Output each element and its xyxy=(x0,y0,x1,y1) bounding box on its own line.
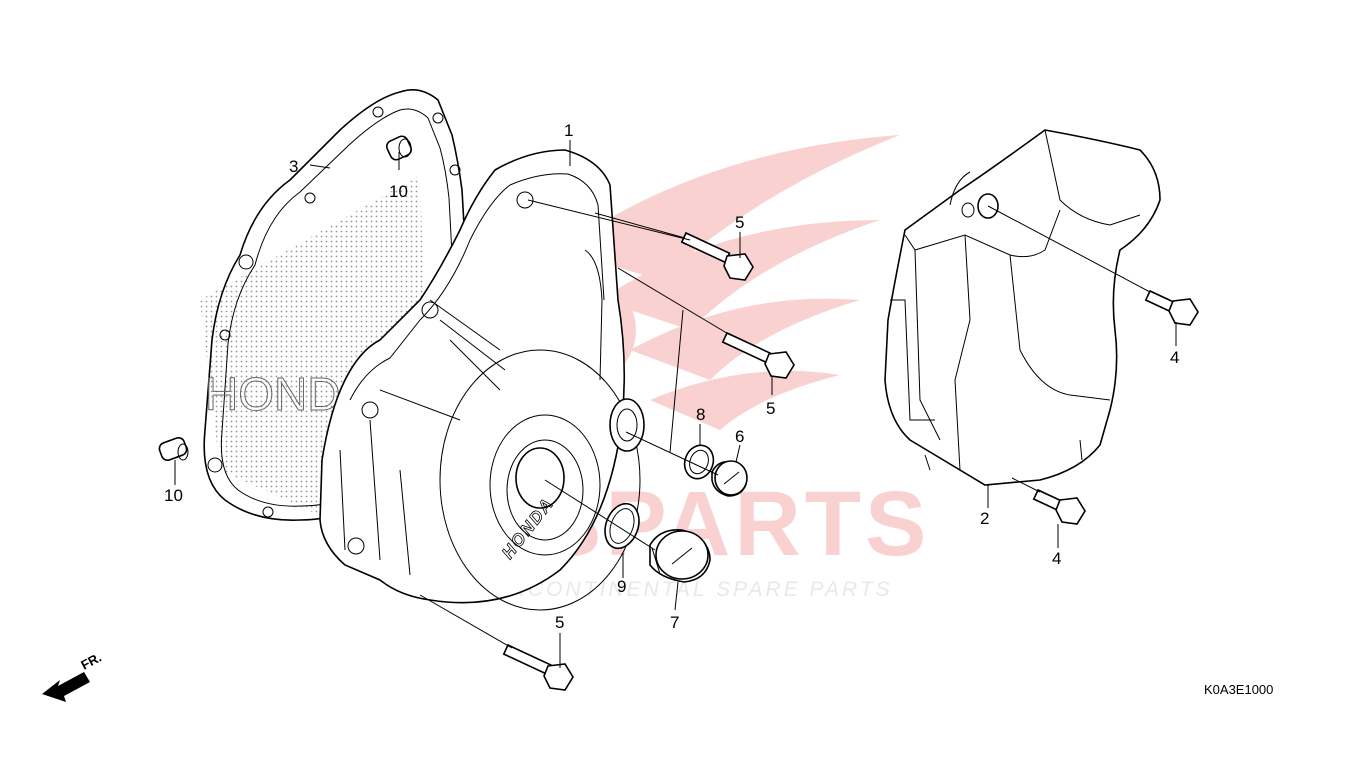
callout-4-bottom: 4 xyxy=(1052,549,1061,568)
part-bolt-5-bottom xyxy=(502,643,574,691)
part-timing-cap-6 xyxy=(711,460,748,497)
callouts: 1 2 3 4 4 5 5 5 6 7 8 9 10 10 xyxy=(164,121,1179,632)
part-generator-cover: HONDA xyxy=(319,149,645,611)
callout-8: 8 xyxy=(696,405,705,424)
callout-9: 9 xyxy=(617,577,626,596)
part-o-ring-8 xyxy=(683,444,715,480)
callout-5-top: 5 xyxy=(735,213,744,232)
callout-4-top: 4 xyxy=(1170,348,1179,367)
diagram-code: K0A3E1000 xyxy=(1204,682,1273,697)
callout-6: 6 xyxy=(735,427,744,446)
part-dowel-pin-top xyxy=(385,135,413,161)
front-direction-indicator: FR. xyxy=(42,650,104,702)
front-arrow-icon xyxy=(42,672,90,702)
part-bolt-5-mid xyxy=(721,331,795,379)
callout-2: 2 xyxy=(980,509,989,528)
callout-10-bottom: 10 xyxy=(164,486,183,505)
callout-5-bottom: 5 xyxy=(555,613,564,632)
part-dowel-pin-bottom xyxy=(158,436,189,462)
part-bolt-4-top xyxy=(1144,289,1199,326)
part-bolt-4-bottom xyxy=(1032,488,1086,525)
callout-3: 3 xyxy=(289,157,298,176)
front-direction-label: FR. xyxy=(78,650,104,673)
part-hole-cap-7 xyxy=(649,528,711,583)
watermark-sub-text: INTERCONTINENTAL SPARE PARTS xyxy=(450,578,893,601)
callout-10-top: 10 xyxy=(389,182,408,201)
callout-5-mid: 5 xyxy=(766,399,775,418)
callout-7: 7 xyxy=(670,613,679,632)
callout-1: 1 xyxy=(564,121,573,140)
part-bolt-5-top xyxy=(680,231,754,281)
part-sprocket-cover xyxy=(884,129,1161,486)
assembly-lines xyxy=(174,140,1177,668)
